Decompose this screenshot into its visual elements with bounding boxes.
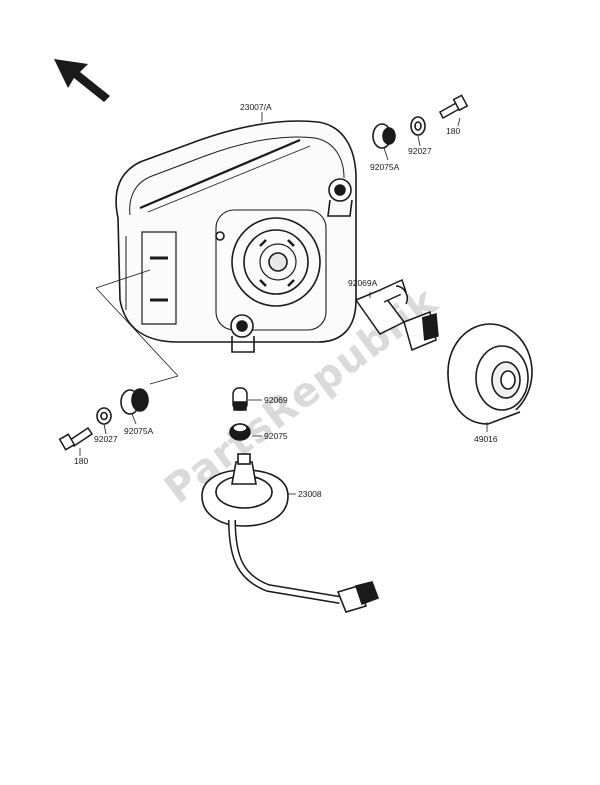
bolt-top [439,94,469,120]
leader-lines [79,112,488,495]
grommet-left [120,388,149,415]
label-bolt-left: 180 [74,456,88,466]
lens-cap [447,323,533,425]
label-grommet-top: 92075A [370,162,400,172]
label-grommet-left: 92075A [124,426,154,436]
grommet-top [372,123,396,149]
bolt-left [58,426,94,451]
label-bolt-top: 180 [446,126,460,136]
washer-left [96,407,112,425]
small-grommet [229,423,251,441]
headlight-housing [115,120,357,353]
part-labels: 23007/A 92075A 92027 180 92069A 49016 92… [74,102,498,499]
label-socket: 23008 [298,489,322,499]
headlight-bulb [354,278,439,352]
arrow-up-left-icon [54,59,110,102]
label-washer-left: 92027 [94,434,118,444]
bulb-socket [201,453,380,613]
washer-top [410,116,426,136]
label-small-bulb: 92069 [264,395,288,405]
small-bulb [232,387,248,411]
label-washer-top: 92027 [408,146,432,156]
label-lens-cap: 49016 [474,434,498,444]
label-small-grommet: 92075 [264,431,288,441]
label-housing: 23007/A [240,102,272,112]
label-bulb: 92069A [348,278,378,288]
